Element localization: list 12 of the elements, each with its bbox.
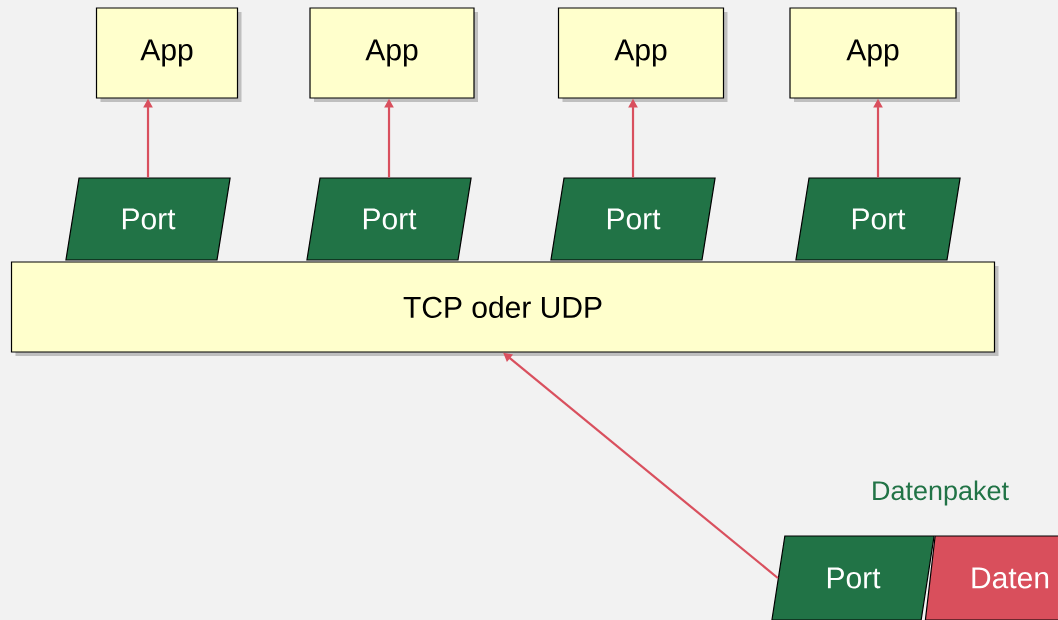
app-box: App xyxy=(309,7,478,102)
port-parallelogram: Port xyxy=(65,177,231,261)
packet-heading: Datenpaket xyxy=(873,480,1009,506)
data-parallelogram: Daten xyxy=(924,535,1058,620)
port-parallelogram: Port xyxy=(795,177,961,261)
port-parallelogram: Port xyxy=(306,177,472,261)
protocol-layer-box: TCP oder UDP xyxy=(10,261,999,356)
app-box: App xyxy=(557,7,728,102)
app-box: App xyxy=(95,7,242,102)
port-parallelogram: Port xyxy=(550,177,716,261)
port-parallelogram: Port xyxy=(771,535,935,620)
app-box: App xyxy=(789,7,960,102)
